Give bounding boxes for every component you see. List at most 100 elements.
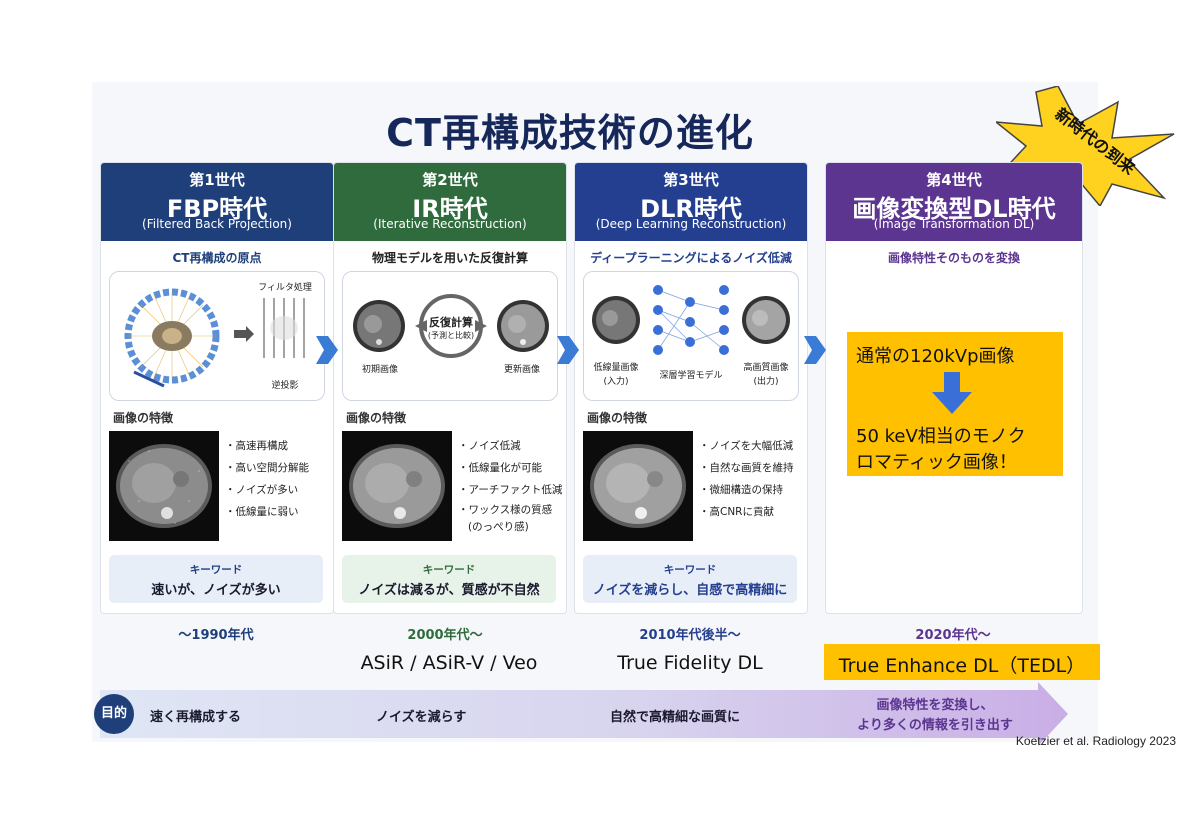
era-subtitle: (Deep Learning Reconstruction) xyxy=(595,217,787,231)
panel-label: 更新画像 xyxy=(503,365,540,375)
high-quality-image-icon xyxy=(742,296,790,344)
feature-item: ・ノイズ低減 xyxy=(458,440,521,452)
keyword-box: キーワード 速いが、ノイズが多い xyxy=(109,555,323,603)
feature-item: ・低線量化が可能 xyxy=(458,462,542,474)
column-header: 第1世代 FBP時代 (Filtered Back Projection) xyxy=(101,163,333,241)
keyword-box: キーワード ノイズは減るが、質感が不自然 xyxy=(342,555,556,603)
column-fbp: 第1世代 FBP時代 (Filtered Back Projection) CT… xyxy=(100,162,334,614)
feature-item: ・自然な画質を維持 xyxy=(699,462,794,474)
generation-label: 第4世代 xyxy=(926,171,982,189)
panel-label: (入力) xyxy=(603,377,629,387)
generation-label: 第2世代 xyxy=(422,171,478,189)
panel-label: 低線量画像 xyxy=(593,363,639,373)
neural-network-icon xyxy=(653,285,729,355)
era-title: IR時代 xyxy=(412,195,488,223)
ct-image xyxy=(342,431,452,541)
generation-label: 第3世代 xyxy=(663,171,719,189)
purpose-item: より多くの情報を引き出す xyxy=(857,718,1013,733)
purpose-item: 画像特性を変換し、 xyxy=(876,698,994,713)
column-dlr: 第3世代 DLR時代 (Deep Learning Reconstruction… xyxy=(574,162,808,614)
column-header: 第3世代 DLR時代 (Deep Learning Reconstruction… xyxy=(575,163,807,241)
vendor-label: True Fidelity DL xyxy=(617,652,763,674)
keyword-title: キーワード xyxy=(422,564,476,576)
starburst-icon xyxy=(996,86,1175,206)
chevron-right-icon xyxy=(316,336,338,364)
box-line-2: 50 keV相当のモノク xyxy=(856,426,1026,447)
chevron-right-icon xyxy=(804,336,826,364)
feature-item: ・微細構造の保持 xyxy=(699,484,783,496)
feature-list: ・ノイズ低減 ・低線量化が可能 ・アーチファクト低減 ・ワックス様の質感 (のっ… xyxy=(458,435,562,535)
feature-list: ・高速再構成 ・高い空間分解能 ・ノイズが多い ・低線量に弱い xyxy=(225,435,309,523)
panel-label: (予測と比較) xyxy=(427,331,475,340)
ct-image xyxy=(109,431,219,541)
column-ir: 第2世代 IR時代 (Iterative Reconstruction) 物理モ… xyxy=(333,162,567,614)
lead-text: 画像特性そのものを変換 xyxy=(887,251,1020,265)
feature-item: ・アーチファクト低減 xyxy=(458,484,563,496)
vendor-label: ASiR / ASiR-V / Veo xyxy=(360,652,538,674)
feature-item: ・ノイズが多い xyxy=(225,484,299,496)
keyword-text: 速いが、ノイズが多い xyxy=(151,583,281,598)
feature-list: ・ノイズを大幅低減 ・自然な画質を維持 ・微細構造の保持 ・高CNRに貢献 xyxy=(699,435,794,523)
feature-item: ・低線量に弱い xyxy=(225,506,299,518)
box-line-1: 通常の120kVp画像 xyxy=(856,346,1015,367)
vendor-label: True Enhance DL（TEDL） xyxy=(838,655,1086,677)
column-header: 第2世代 IR時代 (Iterative Reconstruction) xyxy=(334,163,566,241)
feature-item: ・高い空間分解能 xyxy=(225,462,309,474)
lead-text: 物理モデルを用いた反復計算 xyxy=(371,251,528,265)
purpose-item: ノイズを減らす xyxy=(376,710,467,725)
features-heading: 画像の特徴 xyxy=(346,411,407,425)
panel-label: 初期画像 xyxy=(361,365,398,375)
chevron-right-icon xyxy=(557,336,579,364)
era-subtitle: (Image Transformation DL) xyxy=(873,217,1035,231)
ir-diagram: 反復計算 (予測と比較) 初期画像 更新画像 xyxy=(342,271,558,401)
purpose-item: 自然で高精細な画質に xyxy=(610,710,741,725)
box-line-3: ロマティック画像！ xyxy=(856,452,1017,473)
generation-label: 第1世代 xyxy=(189,171,245,189)
era-title: FBP時代 xyxy=(166,195,268,223)
era-subtitle: (Filtered Back Projection) xyxy=(142,217,292,231)
keyword-title: キーワード xyxy=(189,564,243,576)
keyword-title: キーワード xyxy=(663,564,717,576)
keyword-box: キーワード ノイズを減らし、自感で高精細に xyxy=(583,555,797,603)
panel-label: 逆投影 xyxy=(271,381,299,391)
low-dose-image-icon xyxy=(592,296,640,344)
year-label: 2010年代後半〜 xyxy=(639,628,741,643)
features-heading: 画像の特徴 xyxy=(113,411,174,425)
feature-item: ・ノイズを大幅低減 xyxy=(699,440,794,452)
features-heading: 画像の特徴 xyxy=(587,411,648,425)
keyword-text: ノイズを減らし、自感で高精細に xyxy=(592,583,788,598)
dlr-diagram: 低線量画像 (入力) 深層学習モデル 高画質画像 (出力) xyxy=(583,271,799,401)
panel-label: 高画質画像 xyxy=(743,363,789,373)
citation: Koetzier et al. Radiology 2023 xyxy=(1015,734,1176,748)
era-title: 画像変換型DL時代 xyxy=(852,195,1056,223)
purpose-badge: 目的 xyxy=(94,694,134,734)
cycle-arrows-icon xyxy=(415,294,487,358)
keyword-text: ノイズは減るが、質感が不自然 xyxy=(358,583,540,598)
column-header: 第4世代 画像変換型DL時代 (Image Transformation DL) xyxy=(826,163,1082,241)
purpose-arrow xyxy=(100,682,1068,746)
lead-text: ディープラーニングによるノイズ低減 xyxy=(590,251,792,265)
page-title: CT再構成技術の進化 xyxy=(386,111,754,155)
panel-label: 深層学習モデル xyxy=(659,371,723,381)
panel-label: 反復計算 xyxy=(429,316,473,329)
lead-text: CT再構成の原点 xyxy=(172,251,262,265)
updated-image-icon xyxy=(497,300,549,352)
initial-image-icon xyxy=(353,300,405,352)
ct-image xyxy=(583,431,693,541)
projection-lines-icon xyxy=(263,298,305,358)
arrow-down-icon xyxy=(932,372,972,414)
era-subtitle: (Iterative Reconstruction) xyxy=(373,217,527,231)
feature-item: ・高CNRに貢献 xyxy=(699,506,774,518)
tedl-label-box xyxy=(824,644,1100,680)
arrow-right-icon xyxy=(234,326,254,342)
panel-label: フィルタ処理 xyxy=(258,283,312,293)
purpose-item: 速く再構成する xyxy=(150,710,242,725)
feature-item: (のっぺり感) xyxy=(468,521,529,533)
purpose-badge-label: 目的 xyxy=(100,706,127,721)
year-label: 2000年代〜 xyxy=(407,628,483,643)
year-label: 2020年代〜 xyxy=(915,628,991,643)
fbp-diagram: フィルタ処理 逆投影 xyxy=(109,271,325,401)
era-title: DLR時代 xyxy=(640,195,742,223)
feature-item: ・ワックス様の質感 xyxy=(458,504,553,516)
year-label: 〜1990年代 xyxy=(178,628,254,643)
